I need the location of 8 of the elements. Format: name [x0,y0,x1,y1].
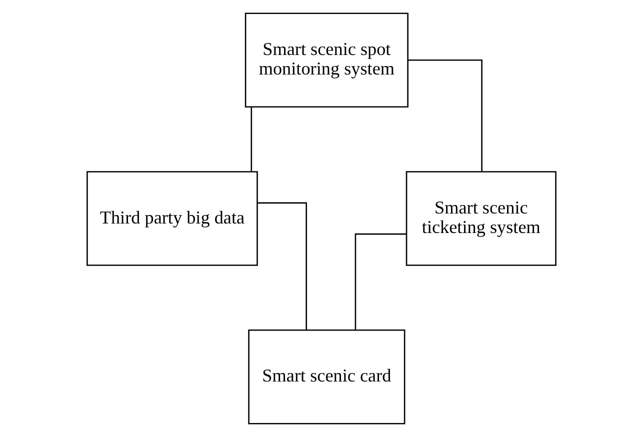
connector [250,107,252,172]
connector [257,202,306,330]
node-box: Smart scenic card [248,329,405,424]
connector [354,233,406,330]
node-box: Smart scenic ticketing system [405,171,556,266]
connector [407,59,482,172]
node-box: Smart scenic spot monitoring system [244,12,408,108]
node-box: Third party big data [86,171,258,266]
